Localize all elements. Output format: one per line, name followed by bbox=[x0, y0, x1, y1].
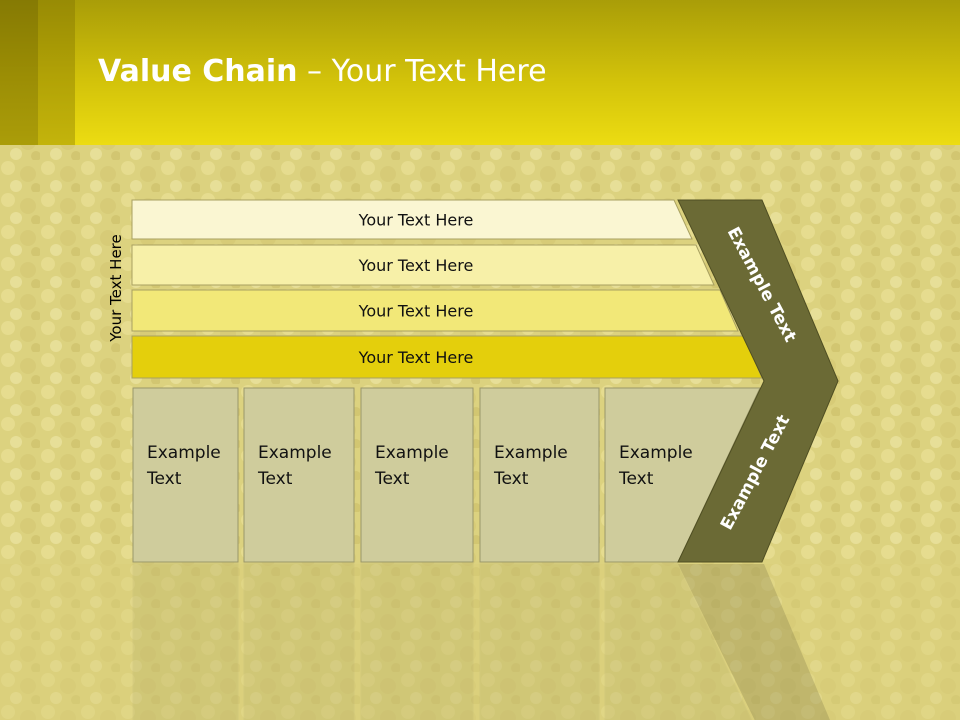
page-title: Value Chain – Your Text Here bbox=[98, 54, 547, 89]
title-bold: Value Chain bbox=[98, 54, 298, 89]
reflection-box-2 bbox=[243, 563, 355, 720]
activity-box-4 bbox=[479, 387, 600, 563]
activity-box-4-line1: Example bbox=[494, 443, 568, 463]
chain-bar-label-3: Your Text Here bbox=[358, 302, 474, 321]
chain-bar-label-2: Your Text Here bbox=[358, 256, 474, 275]
activity-box-1 bbox=[132, 387, 239, 563]
title-rest: – Your Text Here bbox=[297, 54, 547, 89]
activity-box-1-line1: Example bbox=[147, 443, 221, 463]
reflection-fade bbox=[0, 564, 960, 720]
activity-box-2-line1: Example bbox=[258, 443, 332, 463]
activity-box-4-line2: Text bbox=[493, 469, 529, 489]
activity-box-5-line2: Text bbox=[618, 469, 654, 489]
header-accent-inner bbox=[38, 0, 75, 145]
chevron-arrow bbox=[677, 199, 839, 563]
header-accent-left bbox=[0, 0, 38, 145]
chain-bar-label-4: Your Text Here bbox=[358, 348, 474, 367]
chain-bar-2 bbox=[131, 244, 715, 286]
chain-bar-3 bbox=[131, 289, 739, 332]
reflection bbox=[132, 563, 830, 720]
chain-bar-1 bbox=[131, 199, 693, 240]
activity-box-3 bbox=[360, 387, 474, 563]
activity-box-5-line1: Example bbox=[619, 443, 693, 463]
activity-box-3-line1: Example bbox=[375, 443, 449, 463]
reflection-chevron bbox=[678, 564, 830, 720]
chain-bar-4 bbox=[131, 335, 763, 379]
reflection-box-1 bbox=[132, 563, 239, 720]
reflection-box-5 bbox=[604, 563, 753, 720]
chain-bar-label-1: Your Text Here bbox=[358, 211, 474, 230]
activity-box-2 bbox=[243, 387, 355, 563]
reflection-box-3 bbox=[360, 563, 474, 720]
reflection-box-4 bbox=[479, 563, 600, 720]
activity-box-3-line2: Text bbox=[374, 469, 410, 489]
header-band bbox=[0, 0, 960, 145]
activity-box-2-line2: Text bbox=[257, 469, 293, 489]
activity-box-1-line2: Text bbox=[146, 469, 182, 489]
